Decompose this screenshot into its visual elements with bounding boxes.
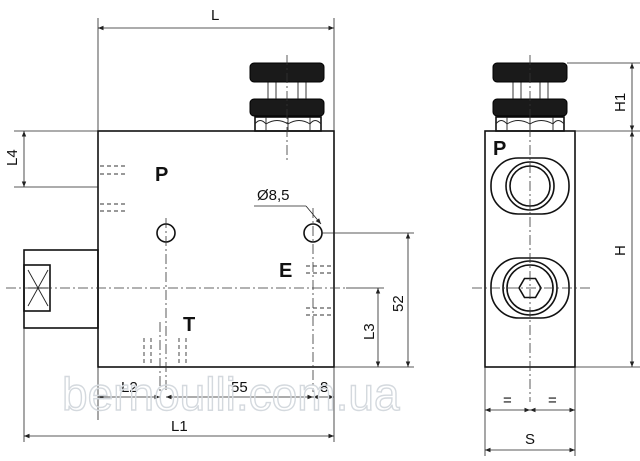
bore-callout: Ø8,5 bbox=[254, 187, 322, 225]
side-dimensions: H1 H = = S bbox=[484, 62, 640, 456]
dim-l3: L3 bbox=[361, 323, 378, 340]
dim-equal-right: = bbox=[548, 392, 557, 409]
side-view: P bbox=[472, 55, 590, 402]
dim-l: L bbox=[211, 7, 219, 24]
port-label-e: E bbox=[279, 260, 292, 282]
port-label-p: P bbox=[155, 164, 168, 186]
dim-equal-left: = bbox=[503, 392, 512, 409]
dim-l2: L2 bbox=[121, 379, 138, 396]
dim-8: 8 bbox=[320, 379, 328, 396]
valve-body bbox=[97, 130, 335, 368]
front-dimensions: L L4 52 L3 L2 55 8 L1 bbox=[4, 7, 414, 442]
port-label-t: T bbox=[183, 314, 195, 336]
dim-l1: L1 bbox=[171, 418, 188, 435]
dim-52: 52 bbox=[390, 295, 407, 312]
dim-h: H bbox=[612, 245, 629, 256]
dim-h1: H1 bbox=[612, 93, 629, 112]
dim-s: S bbox=[525, 431, 535, 448]
watermark-text: bernoulli.com.ua bbox=[62, 368, 400, 420]
dim-l4: L4 bbox=[4, 149, 21, 166]
hex-nut bbox=[254, 116, 322, 132]
svg-text:Ø8,5: Ø8,5 bbox=[257, 187, 290, 204]
front-view: P E T Ø8,5 bbox=[6, 55, 346, 392]
side-port-label-p: P bbox=[493, 138, 506, 160]
adjustment-knob bbox=[249, 62, 325, 117]
dim-55: 55 bbox=[231, 379, 248, 396]
side-plug bbox=[23, 249, 99, 329]
